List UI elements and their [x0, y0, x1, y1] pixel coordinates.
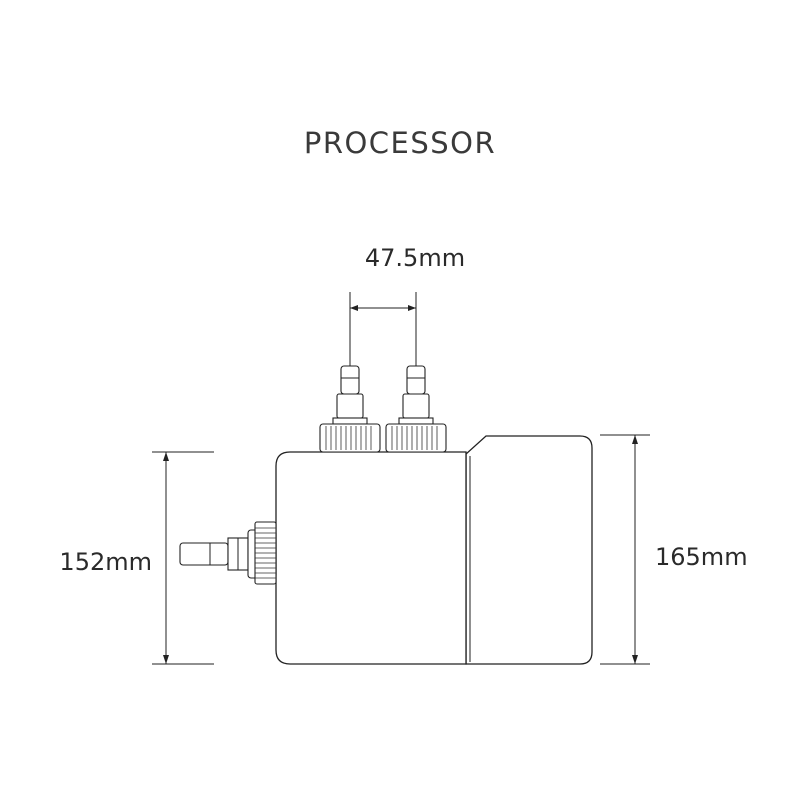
- processor-body: [275, 451, 467, 665]
- diagram-title: PROCESSOR: [303, 126, 497, 160]
- arrowhead-up: [163, 452, 169, 461]
- left-inlet-connector: [179, 521, 277, 585]
- top-inlet-connector-1: [319, 365, 381, 453]
- body-height-label: 152mm: [59, 548, 152, 576]
- arrowhead-down: [163, 655, 169, 664]
- arrowhead-up: [632, 435, 638, 444]
- arrowhead-right: [408, 305, 416, 311]
- arrowhead-left: [350, 305, 358, 311]
- overall-height-label: 165mm: [655, 543, 748, 571]
- body-height-dimension: [152, 451, 214, 665]
- rear-housing: [465, 435, 593, 665]
- inlet-spacing-dimension: [349, 292, 417, 366]
- arrowhead-down: [632, 655, 638, 664]
- top-inlet-connector-2: [385, 365, 447, 453]
- inlet-spacing-label: 47.5mm: [364, 244, 466, 272]
- overall-height-dimension: [600, 434, 650, 665]
